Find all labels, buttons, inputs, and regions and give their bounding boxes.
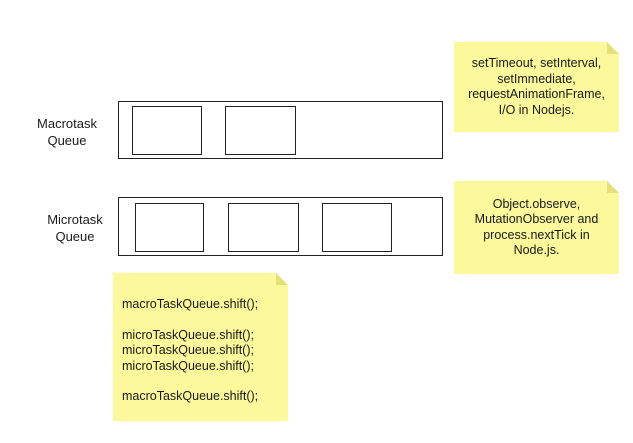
microtask-label-line1: Microtask — [47, 212, 103, 227]
event-loop-code-note: macroTaskQueue.shift(); microTaskQueue.s… — [113, 273, 288, 421]
macrotask-slot — [225, 106, 296, 155]
macrotask-queue-label: Macrotask Queue — [22, 115, 112, 149]
code-line-4: microTaskQueue.shift(); — [122, 358, 254, 373]
microtask-sources-note: Object.observe, MutationObserver and pro… — [454, 181, 619, 274]
macrotask-sources-text: setTimeout, setInterval, setImmediate, r… — [468, 56, 605, 117]
code-line-1: macroTaskQueue.shift(); — [122, 297, 259, 311]
macrotask-label-line1: Macrotask — [37, 116, 97, 131]
microtask-slot — [228, 203, 299, 252]
code-line-2: microTaskQueue.shift(); — [122, 327, 254, 342]
note-fold-corner — [276, 273, 288, 285]
microtask-slot — [135, 203, 204, 252]
macrotask-label-line2: Queue — [47, 133, 87, 148]
macrotask-slot — [132, 106, 202, 155]
microtask-queue-label: Microtask Queue — [30, 211, 120, 245]
note-fold-corner — [607, 42, 619, 54]
microtask-label-line2: Queue — [55, 229, 95, 244]
microtask-sources-text: Object.observe, MutationObserver and pro… — [474, 196, 599, 258]
macrotask-sources-note: setTimeout, setInterval, setImmediate, r… — [454, 42, 619, 132]
macrotask-queue-box — [118, 101, 443, 159]
microtask-queue-box — [118, 197, 443, 256]
code-line-3: microTaskQueue.shift(); — [122, 343, 254, 357]
note-fold-corner — [607, 181, 619, 193]
microtask-slot — [322, 203, 392, 252]
code-line-5: macroTaskQueue.shift(); — [122, 389, 259, 403]
